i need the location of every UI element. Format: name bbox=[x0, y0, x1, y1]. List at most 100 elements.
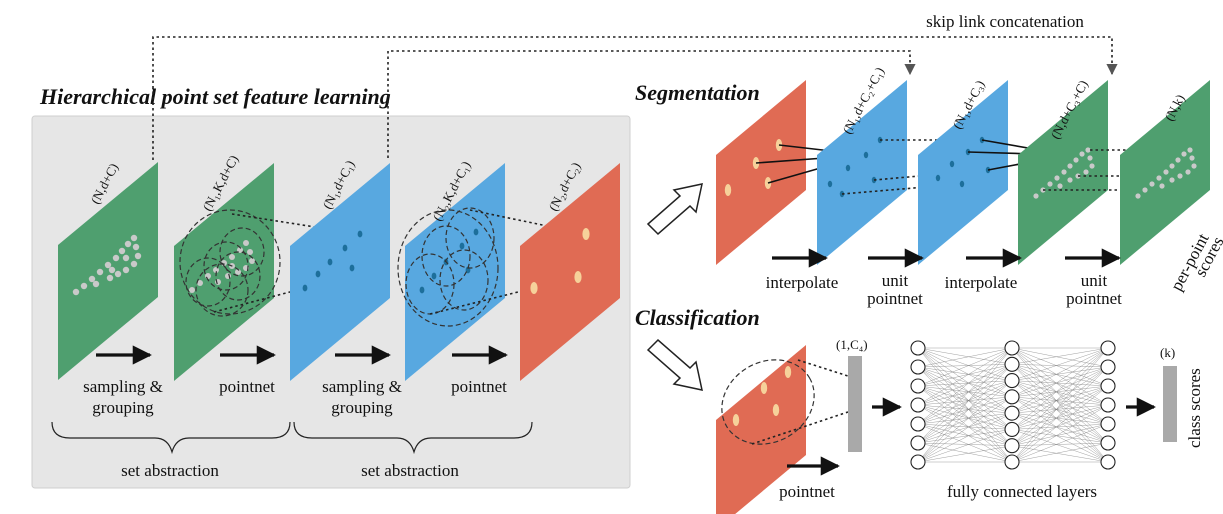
fc-neuron-layer-3 bbox=[1100, 435, 1116, 451]
fc-connection bbox=[917, 396, 1013, 425]
fc-connection bbox=[1011, 364, 1109, 425]
global-feature-vector bbox=[848, 356, 862, 452]
cls-projection-lines bbox=[751, 359, 849, 445]
fc-connection bbox=[917, 429, 1013, 444]
fc-connection bbox=[1011, 442, 1109, 463]
fc-neuron-layer-2 bbox=[1004, 389, 1020, 405]
fc-neuron-layer-3 bbox=[1100, 416, 1116, 432]
fc-connection bbox=[917, 366, 1013, 414]
op-pointnet-2: pointnet bbox=[451, 377, 507, 396]
seg-plane-5: (N,k) bbox=[1120, 80, 1210, 265]
fc-connection bbox=[1011, 364, 1109, 444]
fc-connection bbox=[1011, 404, 1109, 414]
fc-connection bbox=[917, 412, 1013, 444]
fc-connection bbox=[1011, 396, 1109, 425]
fc-connection bbox=[1011, 380, 1109, 425]
fc-connection bbox=[1011, 429, 1109, 463]
class-scores-vector bbox=[1163, 366, 1177, 442]
fc-connection bbox=[917, 347, 1013, 463]
fully-connected-network bbox=[910, 340, 1116, 470]
fc-connection bbox=[1011, 423, 1109, 446]
fc-connection bbox=[917, 404, 1013, 414]
op-sampling-grouping-2: sampling & bbox=[322, 377, 402, 396]
fc-neuron-layer-2 bbox=[1004, 421, 1020, 437]
op-pointnet-1: pointnet bbox=[219, 377, 275, 396]
cls-pointnet-label: pointnet bbox=[779, 482, 835, 501]
seg-plane-4-dots bbox=[1033, 147, 1095, 199]
seg-op-interpolate-2: interpolate bbox=[945, 273, 1018, 292]
fc-connection bbox=[917, 380, 1013, 406]
fc-connection bbox=[917, 396, 1013, 463]
fc-connection bbox=[917, 396, 1013, 444]
seg-op-unit-pointnet-1: unit bbox=[882, 271, 909, 290]
fc-connection bbox=[1011, 364, 1109, 463]
fc-connection bbox=[1011, 366, 1109, 414]
seg-op-unit-pointnet-2: unit bbox=[1081, 271, 1108, 290]
skip-link-label: skip link concatenation bbox=[926, 12, 1084, 31]
fc-connection bbox=[917, 364, 1013, 463]
seg-op-unit-pointnet-1b: pointnet bbox=[867, 289, 923, 308]
fc-neuron-layer-2 bbox=[1004, 438, 1020, 454]
seg-plane-5-dots bbox=[1135, 147, 1197, 199]
fc-connection bbox=[917, 423, 1013, 463]
fc-connection bbox=[917, 380, 1013, 463]
seg-plane-3: (N₁,d+C₃) bbox=[918, 78, 1008, 265]
set-abstraction-braces bbox=[51, 421, 533, 455]
fc-connection bbox=[1011, 347, 1109, 398]
fc-connection bbox=[1011, 347, 1109, 430]
fc-connection bbox=[917, 412, 1013, 463]
fc-connection bbox=[1011, 347, 1109, 444]
fc-connection bbox=[917, 442, 1013, 463]
fc-connection bbox=[917, 385, 1013, 414]
fc-connection bbox=[917, 364, 1013, 425]
fc-connection bbox=[1011, 364, 1109, 387]
seg-plane-2: (N₁,d+C₂+C₁) bbox=[817, 65, 907, 265]
fc-connection bbox=[1011, 380, 1109, 406]
fc-connection bbox=[1011, 347, 1109, 368]
fc-connection bbox=[1011, 347, 1109, 381]
fc-connection bbox=[917, 404, 1013, 446]
fc-connection bbox=[917, 366, 1013, 430]
fc-connection bbox=[1011, 347, 1109, 406]
fc-connection bbox=[917, 385, 1013, 463]
fc-connection bbox=[917, 380, 1013, 387]
fc-connection bbox=[1011, 347, 1109, 414]
fc-connection bbox=[1011, 347, 1109, 463]
class-scores-dim-label: (k) bbox=[1160, 345, 1175, 360]
fc-neuron-layer-1 bbox=[910, 359, 926, 375]
fc-connection bbox=[917, 385, 1013, 430]
fc-connection bbox=[917, 366, 1013, 381]
fc-connection bbox=[917, 347, 1013, 444]
fc-connection bbox=[917, 366, 1013, 463]
fc-connection bbox=[917, 347, 1013, 381]
fc-connection bbox=[1011, 366, 1109, 398]
seg-plane-1 bbox=[716, 80, 806, 265]
fc-connection bbox=[1011, 412, 1109, 425]
segmentation-title: Segmentation bbox=[635, 80, 760, 105]
projection-lines-2 bbox=[429, 209, 587, 315]
op-sampling-grouping-1b: grouping bbox=[92, 398, 154, 417]
fc-connection bbox=[917, 423, 1013, 446]
fc-neuron-layer-2 bbox=[1004, 405, 1020, 421]
fc-neuron-layer-1 bbox=[910, 397, 926, 413]
fc-connection bbox=[917, 347, 1013, 430]
fc-connection bbox=[917, 404, 1013, 430]
fc-connection bbox=[1011, 366, 1109, 446]
skip-link-lines bbox=[152, 36, 1118, 160]
point-cloud-dots bbox=[72, 234, 142, 296]
fc-connection bbox=[917, 347, 1013, 365]
fc-connection bbox=[1011, 412, 1109, 444]
cls-plane bbox=[716, 345, 815, 514]
fc-neuron-layer-3 bbox=[1100, 359, 1116, 375]
seg-operation-labels: interpolate unit pointnet interpolate un… bbox=[766, 271, 1122, 308]
fc-connection bbox=[1011, 347, 1109, 387]
fc-connection bbox=[917, 347, 1013, 387]
fc-connection bbox=[1011, 396, 1109, 406]
fc-connection bbox=[1011, 380, 1109, 444]
fc-connection bbox=[917, 380, 1013, 444]
fc-connection bbox=[917, 364, 1013, 444]
fc-neuron-layer-2 bbox=[1004, 454, 1020, 470]
fc-neuron-layer-1 bbox=[910, 416, 926, 432]
fc-neuron-layer-3 bbox=[1100, 454, 1116, 470]
